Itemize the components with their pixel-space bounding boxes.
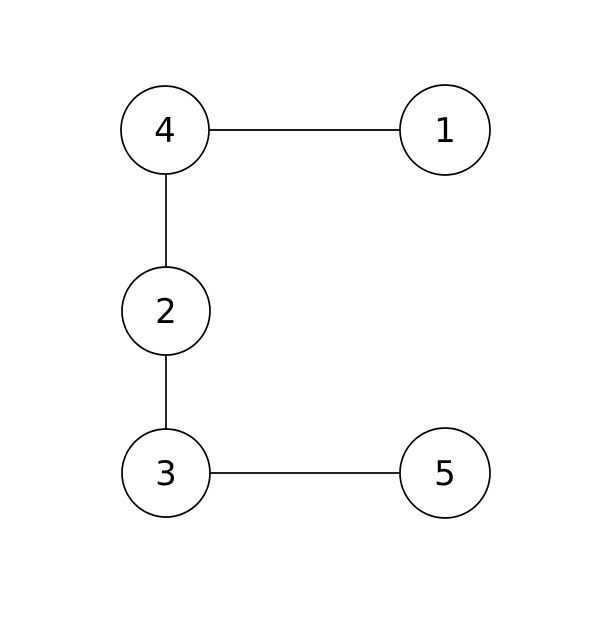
node-label-2: 2 — [155, 292, 177, 332]
node-circle-2[interactable] — [121, 266, 211, 356]
graph-node-3[interactable]: 3 — [121, 428, 211, 518]
node-circle-4[interactable] — [120, 85, 210, 175]
node-circle-5[interactable] — [399, 427, 491, 519]
edges-layer — [165, 129, 400, 474]
graph-node-2[interactable]: 2 — [121, 266, 211, 356]
node-circle-3[interactable] — [121, 428, 211, 518]
graph-node-5[interactable]: 5 — [399, 427, 491, 519]
node-label-1: 1 — [434, 111, 456, 151]
node-circle-1[interactable] — [399, 84, 491, 176]
nodes-layer: 4 1 2 3 5 — [120, 84, 491, 519]
node-label-5: 5 — [434, 454, 456, 494]
node-label-3: 3 — [155, 454, 177, 494]
graph-node-1[interactable]: 1 — [399, 84, 491, 176]
node-label-4: 4 — [154, 111, 176, 151]
graph-node-4[interactable]: 4 — [120, 85, 210, 175]
